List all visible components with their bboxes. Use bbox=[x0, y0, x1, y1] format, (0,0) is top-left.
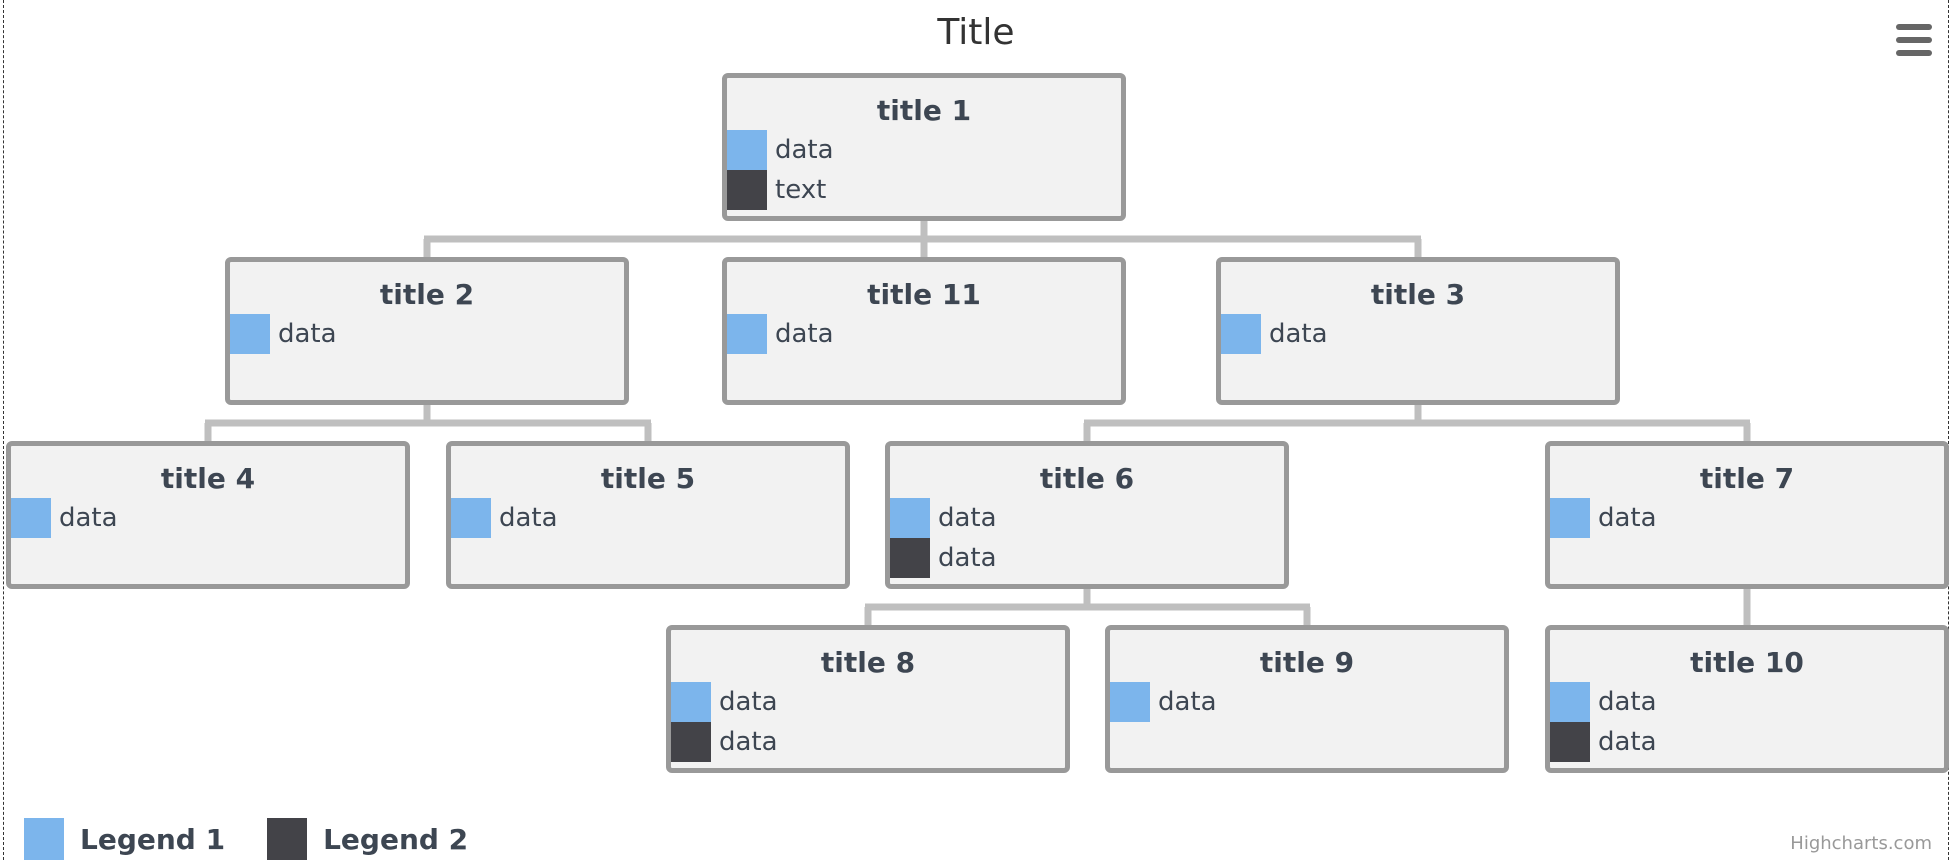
legend-label-2: Legend 2 bbox=[323, 822, 469, 856]
org-node[interactable]: title 5 data bbox=[446, 441, 850, 589]
series-swatch bbox=[890, 498, 930, 538]
chart-frame bbox=[3, 0, 1949, 860]
node-title: title 10 bbox=[1690, 646, 1804, 679]
series-swatch bbox=[1550, 498, 1590, 538]
node-title: title 3 bbox=[1370, 278, 1466, 311]
node-row: data bbox=[890, 538, 1284, 578]
node-row-label: data bbox=[719, 727, 778, 757]
series-swatch bbox=[1221, 314, 1261, 354]
node-row-label: data bbox=[719, 687, 778, 717]
node-row: data bbox=[230, 314, 624, 354]
node-row: data bbox=[1221, 314, 1615, 354]
node-title: title 1 bbox=[876, 94, 972, 127]
legend-swatch-2 bbox=[267, 818, 308, 860]
org-node[interactable]: title 4 data bbox=[6, 441, 410, 589]
org-node[interactable]: title 11 data bbox=[722, 257, 1126, 405]
node-title: title 2 bbox=[379, 278, 475, 311]
org-node[interactable]: title 6 data data bbox=[885, 441, 1289, 589]
org-node[interactable]: title 9 data bbox=[1105, 625, 1509, 773]
org-node[interactable]: title 1 data text bbox=[722, 73, 1126, 221]
node-row-label: data bbox=[499, 503, 558, 533]
series-swatch bbox=[11, 498, 51, 538]
node-row-label: data bbox=[1158, 687, 1217, 717]
node-title: title 11 bbox=[867, 278, 981, 311]
legend-item-2[interactable]: Legend 2 bbox=[267, 818, 468, 860]
node-row: data bbox=[727, 130, 1121, 170]
chart-title: Title bbox=[937, 12, 1015, 53]
credits-link[interactable]: Highcharts.com bbox=[1790, 833, 1932, 854]
org-node[interactable]: title 8 data data bbox=[666, 625, 1070, 773]
node-title: title 7 bbox=[1699, 462, 1795, 495]
node-row: data bbox=[671, 722, 1065, 762]
node-row: data bbox=[451, 498, 845, 538]
hamburger-menu-icon[interactable] bbox=[1896, 24, 1932, 56]
org-node[interactable]: title 3 data bbox=[1216, 257, 1620, 405]
node-title: title 8 bbox=[820, 646, 916, 679]
node-row-label: data bbox=[938, 543, 997, 573]
series-swatch bbox=[727, 130, 767, 170]
node-row-label: data bbox=[938, 503, 997, 533]
series-swatch bbox=[1550, 722, 1590, 762]
node-row-label: data bbox=[775, 135, 834, 165]
legend: Legend 1 Legend 2 bbox=[24, 818, 510, 860]
node-row: data bbox=[890, 498, 1284, 538]
node-row: data bbox=[671, 682, 1065, 722]
org-node[interactable]: title 7 data bbox=[1545, 441, 1949, 589]
node-row-label: text bbox=[775, 175, 827, 205]
legend-item-1[interactable]: Legend 1 bbox=[24, 818, 225, 860]
node-row: data bbox=[1110, 682, 1504, 722]
node-row: data bbox=[1550, 682, 1944, 722]
series-swatch bbox=[230, 314, 270, 354]
series-swatch bbox=[1110, 682, 1150, 722]
legend-label-1: Legend 1 bbox=[80, 822, 226, 856]
org-node[interactable]: title 2 data bbox=[225, 257, 629, 405]
node-title: title 4 bbox=[160, 462, 256, 495]
series-swatch bbox=[1550, 682, 1590, 722]
node-row: data bbox=[11, 498, 405, 538]
node-title: title 9 bbox=[1259, 646, 1355, 679]
series-swatch bbox=[890, 538, 930, 578]
node-row-label: data bbox=[775, 319, 834, 349]
node-row-label: data bbox=[59, 503, 118, 533]
series-swatch bbox=[451, 498, 491, 538]
node-row-label: data bbox=[1598, 503, 1657, 533]
series-swatch bbox=[671, 682, 711, 722]
series-swatch bbox=[727, 314, 767, 354]
node-row: data bbox=[727, 314, 1121, 354]
node-row: data bbox=[1550, 722, 1944, 762]
node-row-label: data bbox=[1598, 727, 1657, 757]
node-title: title 6 bbox=[1039, 462, 1135, 495]
series-swatch bbox=[727, 170, 767, 210]
node-title: title 5 bbox=[600, 462, 696, 495]
org-node[interactable]: title 10 data data bbox=[1545, 625, 1949, 773]
series-swatch bbox=[671, 722, 711, 762]
node-row-label: data bbox=[278, 319, 337, 349]
node-row-label: data bbox=[1598, 687, 1657, 717]
node-row: text bbox=[727, 170, 1121, 210]
node-row: data bbox=[1550, 498, 1944, 538]
legend-swatch-1 bbox=[24, 818, 64, 860]
node-row-label: data bbox=[1269, 319, 1328, 349]
